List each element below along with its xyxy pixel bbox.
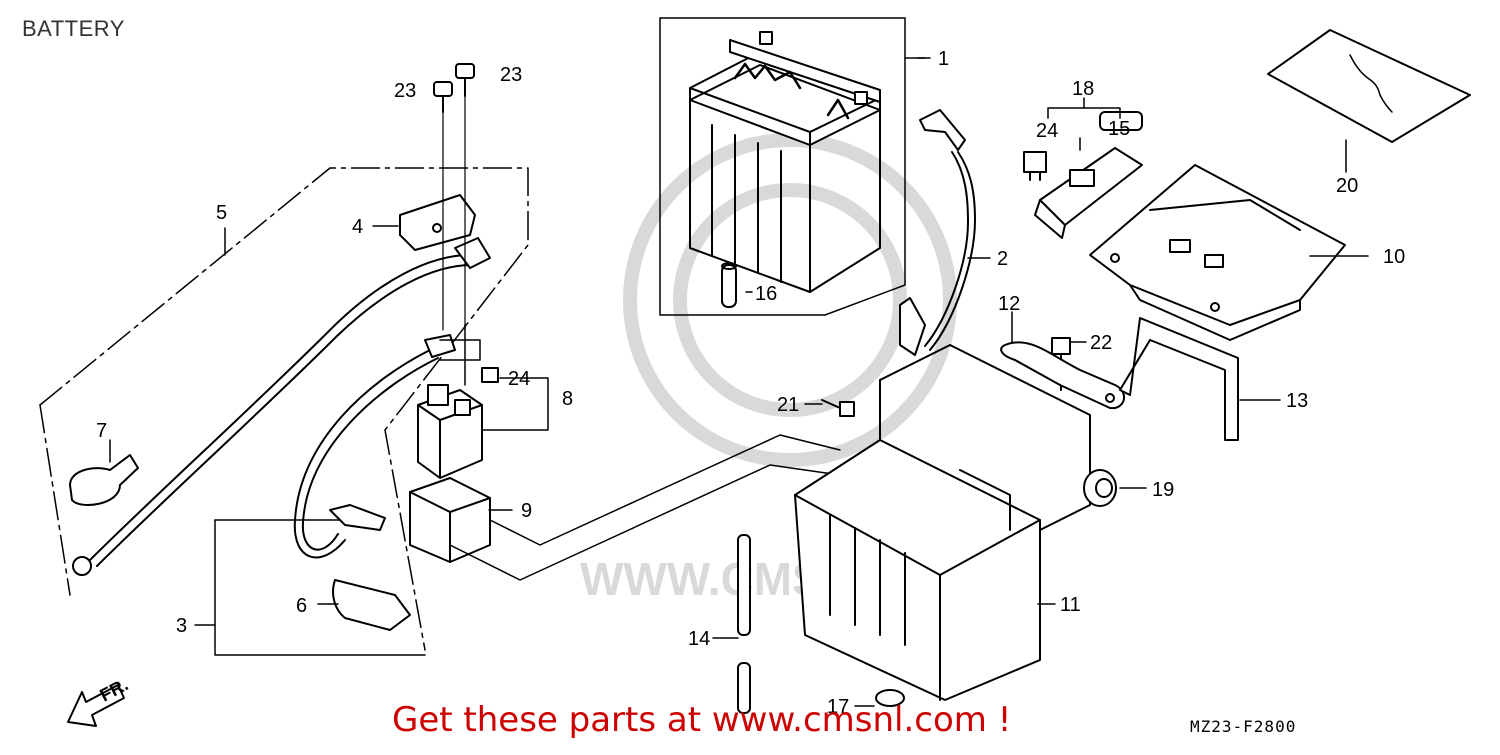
part-label-4: 4 [352,216,363,238]
battery-case-drawing [794,344,1091,701]
footer-cta-link[interactable]: Get these parts at www.cmsnl.com ! [392,700,1012,740]
terminal-boot-drawing [69,454,139,506]
stay-bracket-drawing [1119,317,1239,441]
drawing-code: MZ23-F2800 [1190,717,1297,736]
positive-cable-bracket [194,519,426,656]
relay-cover-leader [449,434,841,581]
battery-group-bracket [659,17,926,316]
part-label-10: 10 [1383,246,1405,268]
bolt-drawing-a [455,63,475,97]
manual-sheet-drawing [1267,29,1471,143]
holder-plate-drawing [1000,341,1125,410]
part-label-23b: 23 [394,80,416,102]
part-label-5: 5 [216,202,227,224]
part-label-11: 11 [1060,594,1081,616]
part-label-24a: 24 [508,368,530,390]
relay-cover-drawing [409,477,491,563]
bolt-drawing-b [433,81,453,113]
leader-lines [109,57,1369,707]
starter-cable-drawing [72,237,491,576]
part-label-14: 14 [688,628,710,650]
starter-cable-bracket [39,167,529,651]
vent-tube-drawing [721,262,737,308]
part-label-19: 19 [1152,479,1174,501]
part-label-7: 7 [96,420,107,442]
part-label-16: 16 [755,283,777,305]
negative-cable-drawing [899,109,976,356]
part-label-2: 2 [997,248,1008,270]
part-label-13: 13 [1286,390,1308,412]
part-label-8: 8 [562,388,573,410]
part-label-9: 9 [521,500,532,522]
part-label-17: 17 [827,696,849,718]
part-label-1: 1 [938,48,949,70]
part-label-22: 22 [1090,332,1112,354]
fuse-drawing [481,367,499,383]
part-label-23a: 23 [500,64,522,86]
terminal-cover-drawing [399,194,476,251]
band-group-bracket [1047,97,1121,119]
part-label-15: 15 [1108,118,1130,140]
part-label-3: 3 [176,615,187,637]
battery-drawing [689,31,881,293]
part-label-18: 18 [1072,78,1094,100]
part-label-24b: 24 [1036,120,1058,142]
starter-relay-drawing [417,324,483,479]
part-label-12: 12 [998,293,1020,315]
terminal-cap-drawing [332,579,411,631]
relay-bracket [481,377,549,431]
page-title: BATTERY [22,16,125,41]
battery-cover-drawing [1089,164,1346,341]
part-label-21: 21 [777,394,799,416]
positive-cable-drawing [293,334,456,559]
part-label-6: 6 [296,595,307,617]
tube-clip-drawing [875,689,905,707]
battery-band-drawing [1034,111,1143,239]
spare-fuse-drawing [1023,151,1047,181]
grommet-drawing [1083,469,1117,507]
breather-tube-drawing [737,534,751,714]
case-bolt-drawing [821,399,855,417]
part-label-20: 20 [1336,175,1358,197]
front-direction-arrow [67,684,125,727]
